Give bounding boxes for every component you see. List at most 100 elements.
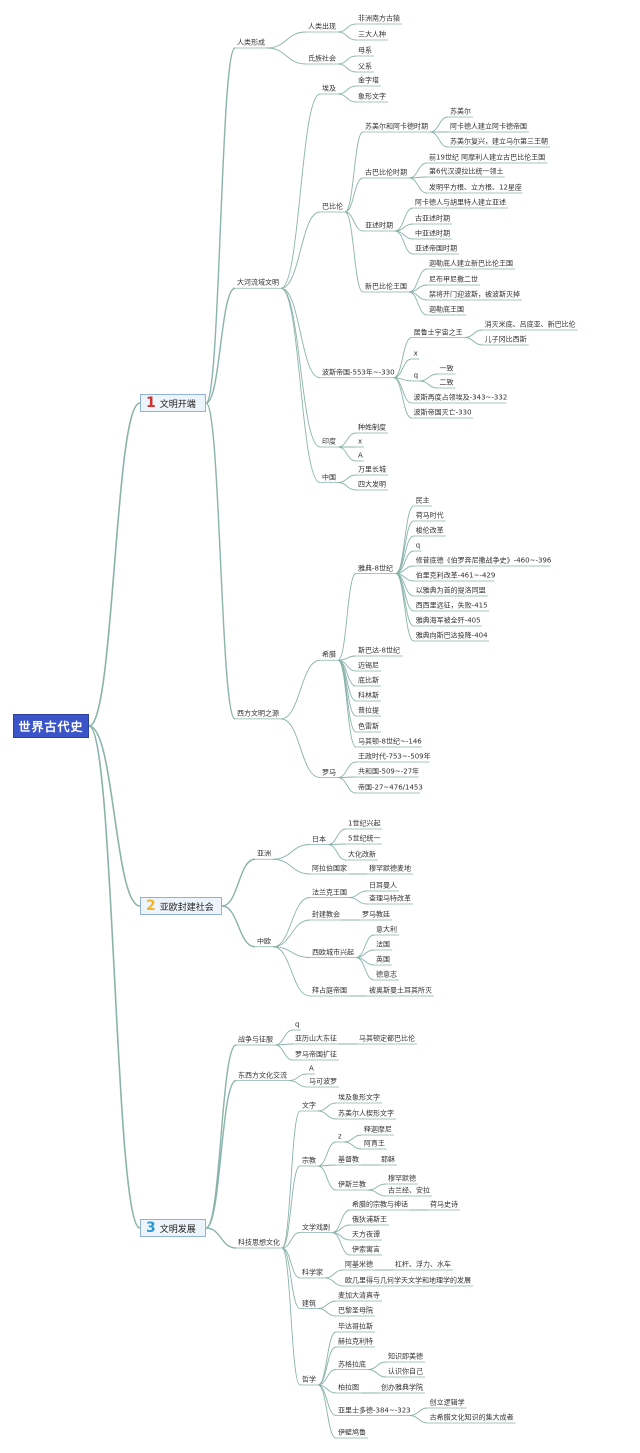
topic-node[interactable]: 中国 bbox=[322, 473, 336, 481]
topic-node[interactable]: 亚历山大东征 bbox=[295, 1034, 337, 1043]
topic-node[interactable]: 古兰经、安拉 bbox=[388, 1186, 430, 1195]
topic-node[interactable]: q bbox=[413, 371, 419, 380]
topic-node[interactable]: 民主 bbox=[415, 496, 430, 505]
topic-node[interactable]: 麦加大清真寺 bbox=[338, 1291, 380, 1300]
topic-node[interactable]: 氏族社会 bbox=[308, 54, 336, 63]
topic-node[interactable]: 穆罕默德麦地 bbox=[369, 864, 411, 873]
topic-node[interactable]: 波斯帝国-553年~-330 bbox=[322, 368, 395, 377]
topic-node[interactable]: 荷马时代 bbox=[415, 511, 444, 520]
topic-node[interactable]: 亚里士多德-384~-323 bbox=[338, 1406, 411, 1414]
topic-node[interactable]: 波斯再度占领埃及-343~-332 bbox=[413, 393, 508, 402]
topic-node[interactable]: 知识即美德 bbox=[388, 1352, 423, 1361]
topic-node[interactable]: 大河流域文明 bbox=[237, 278, 279, 287]
topic-node[interactable]: x bbox=[413, 349, 418, 358]
topic-node[interactable]: 迦勒底人建立新巴比伦王国 bbox=[429, 259, 513, 268]
topic-node[interactable]: 希腊 bbox=[322, 650, 336, 659]
topic-node[interactable]: 拜占庭帝国 bbox=[312, 986, 347, 995]
topic-node[interactable]: 非洲南方古猿 bbox=[358, 14, 400, 23]
topic-node[interactable]: 赫拉克利特 bbox=[338, 1337, 373, 1346]
topic-node[interactable]: 阿育王 bbox=[363, 1139, 385, 1148]
topic-node[interactable]: 德意志 bbox=[376, 970, 397, 979]
topic-node[interactable]: 万里长城 bbox=[358, 465, 386, 474]
topic-node[interactable]: 认识你自己 bbox=[388, 1367, 423, 1376]
topic-node[interactable]: 意大利 bbox=[376, 925, 397, 934]
topic-node[interactable]: 西方文明之源 bbox=[237, 709, 279, 718]
topic-node[interactable]: 儿子冈比西斯 bbox=[484, 335, 527, 344]
topic-node[interactable]: 5世纪统一 bbox=[348, 834, 381, 843]
topic-node[interactable]: 穆罕默德 bbox=[388, 1174, 416, 1183]
topic-node[interactable]: 西欧城市兴起 bbox=[312, 948, 354, 956]
topic-node[interactable]: 巴黎圣母院 bbox=[338, 1306, 373, 1315]
topic-node[interactable]: x bbox=[358, 437, 363, 446]
topic-node[interactable]: 释迦摩尼 bbox=[363, 1125, 392, 1134]
topic-node[interactable]: 象形文字 bbox=[358, 92, 386, 101]
topic-node[interactable]: 父系 bbox=[358, 62, 372, 71]
topic-node[interactable]: 荷马史诗 bbox=[430, 1200, 458, 1209]
topic-node[interactable]: 苏美尔 bbox=[450, 107, 471, 116]
topic-node[interactable]: 第6代汉谟拉比统一领土 bbox=[429, 167, 504, 176]
topic-node[interactable]: 迈锡尼 bbox=[358, 661, 379, 670]
topic-node[interactable]: 消灭米底、吕底亚、新巴比伦 bbox=[484, 320, 576, 329]
topic-node[interactable]: 东西方文化交流 bbox=[238, 1071, 287, 1079]
topic-node[interactable]: 封建教会 bbox=[312, 910, 340, 919]
topic-node[interactable]: 古希腊文化知识的集大成者 bbox=[429, 1413, 514, 1422]
topic-node[interactable]: 宗教 bbox=[302, 1156, 316, 1165]
topic-node[interactable]: 三大人种 bbox=[358, 30, 386, 39]
topic-node[interactable]: 埃及象形文字 bbox=[338, 1093, 380, 1102]
topic-node[interactable]: 罗马帝国扩征 bbox=[295, 1050, 337, 1059]
topic-node[interactable]: 中欧 bbox=[257, 937, 271, 946]
topic-node[interactable]: 马其顿定都巴比伦 bbox=[359, 1034, 415, 1043]
topic-node[interactable]: 修昔底德《伯罗奔尼撒战争史》-460~-396 bbox=[415, 556, 552, 565]
topic-node[interactable]: 罗马 bbox=[322, 768, 336, 776]
topic-node[interactable]: 母系 bbox=[358, 46, 372, 55]
topic-node[interactable]: 创立逻辑学 bbox=[429, 1398, 465, 1407]
topic-node[interactable]: 底比斯 bbox=[358, 676, 379, 685]
topic-node[interactable]: 希腊的宗教与神话 bbox=[352, 1200, 408, 1209]
topic-node[interactable]: 古巴比伦时期 bbox=[365, 168, 407, 177]
topic-node[interactable]: 苏美尔复兴，建立乌尔第三王朝 bbox=[450, 137, 548, 146]
topic-node[interactable]: 人类出现 bbox=[308, 22, 336, 31]
topic-node[interactable]: 毕达哥拉斯 bbox=[338, 1322, 373, 1331]
topic-node[interactable]: 居鲁士宇宙之王 bbox=[413, 328, 463, 336]
topic-node[interactable]: 苏美尔人楔形文字 bbox=[338, 1109, 394, 1118]
topic-node[interactable]: 西西里远征，失败-415 bbox=[415, 601, 488, 610]
topic-node[interactable]: 科技思想文化 bbox=[238, 1238, 280, 1247]
topic-node[interactable]: 阿卡德人建立阿卡德帝国 bbox=[450, 122, 527, 131]
topic-node[interactable]: 雅典-8世纪 bbox=[358, 564, 393, 572]
topic-node[interactable]: 天方夜谭 bbox=[352, 1230, 380, 1239]
topic-node[interactable]: 文学戏剧 bbox=[302, 1223, 330, 1231]
topic-node[interactable]: 人类形成 bbox=[237, 38, 265, 47]
topic-node[interactable]: 古亚述时期 bbox=[415, 214, 450, 223]
topic-node[interactable]: 阿基米德 bbox=[345, 1260, 373, 1269]
topic-node[interactable]: 普拉提 bbox=[358, 706, 379, 715]
root-node[interactable]: 世界古代史 bbox=[13, 714, 89, 738]
topic-node[interactable]: 科学家 bbox=[302, 1268, 323, 1277]
topic-node[interactable]: 雅典向斯巴达投降-404 bbox=[415, 631, 488, 640]
topic-node[interactable]: 帝国-27~476/1453 bbox=[358, 783, 423, 792]
topic-node[interactable]: 查理马特改革 bbox=[369, 894, 411, 903]
topic-node[interactable]: 雅典海军被全歼-405 bbox=[415, 616, 481, 625]
topic-node[interactable]: 创办雅典学院 bbox=[381, 1383, 423, 1392]
topic-node[interactable]: 亚述帝国时期 bbox=[415, 244, 457, 253]
topic-node[interactable]: 四大发明 bbox=[358, 480, 386, 489]
topic-node[interactable]: 种姓制度 bbox=[358, 423, 386, 432]
topic-node[interactable]: 建筑 bbox=[302, 1299, 316, 1307]
topic-node[interactable]: 亚洲 bbox=[257, 849, 271, 858]
topic-node[interactable]: 印度 bbox=[322, 437, 336, 446]
topic-node[interactable]: 伯里克利改革-461~-429 bbox=[415, 571, 496, 580]
topic-node[interactable]: 共和国-509~-27年 bbox=[358, 767, 420, 776]
topic-node[interactable]: 英国 bbox=[376, 955, 390, 964]
topic-node[interactable]: A bbox=[309, 1064, 314, 1073]
topic-node[interactable]: 欧几里得与几何学天文学和地理学的发展 bbox=[345, 1276, 471, 1285]
topic-node[interactable]: 基督教 bbox=[338, 1155, 359, 1164]
topic-node[interactable]: 伊斯兰教 bbox=[338, 1180, 366, 1189]
topic-node[interactable]: 耶稣 bbox=[381, 1155, 395, 1164]
topic-node[interactable]: 金字塔 bbox=[358, 76, 379, 85]
topic-node[interactable]: 色雷斯 bbox=[358, 722, 379, 731]
topic-node[interactable]: 伊壁鸠鲁 bbox=[338, 1428, 366, 1437]
topic-node[interactable]: 梭伦改革 bbox=[415, 526, 444, 535]
topic-node[interactable]: 禁将开门迎波斯，被波斯灭掉 bbox=[429, 290, 520, 299]
